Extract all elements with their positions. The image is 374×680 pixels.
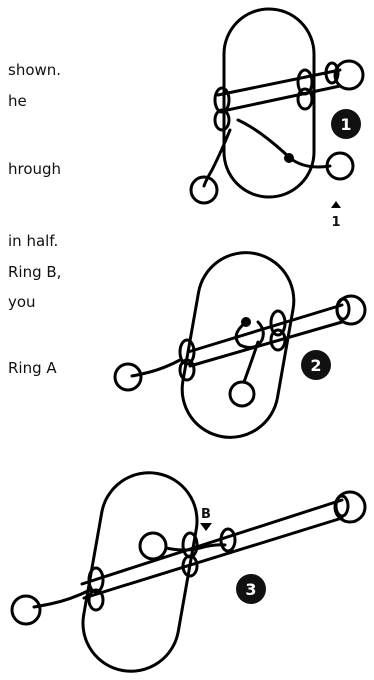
instruction-text-line-1: shown. xyxy=(8,61,62,79)
figure-1-bar-top xyxy=(216,68,342,97)
figure-1-small-ring-left xyxy=(213,86,231,114)
figure-2-loop xyxy=(180,251,296,439)
figure-3-ring-middle xyxy=(138,531,168,561)
figure-2: 2 xyxy=(113,251,367,439)
figure-1-small-ring-end xyxy=(324,61,340,85)
figure-2-string-left xyxy=(130,358,182,378)
step-2-badge xyxy=(301,350,331,380)
figure-3-small-ring-left xyxy=(87,566,105,594)
instruction-text-line-2: he xyxy=(8,92,27,110)
step-1-badge xyxy=(331,109,361,139)
figure-2-ring-bottom xyxy=(228,380,256,408)
figure-3-string-mid xyxy=(164,543,227,552)
pointer-arrow-1 xyxy=(331,201,341,208)
figure-1-ring-left xyxy=(189,175,219,205)
figure-1-small-ring-right xyxy=(296,68,314,96)
figure-1-bar-end-ring xyxy=(333,59,365,91)
ring-b-label: B xyxy=(201,507,211,522)
instruction-text-line-7: Ring A xyxy=(8,359,57,377)
instruction-text-line-5: Ring B, xyxy=(8,263,62,281)
step-1-label: 1 xyxy=(340,115,351,134)
figure-2-bar-bottom xyxy=(188,320,344,368)
figure-2-small-ring-left xyxy=(178,338,196,366)
figure-1-ring-right xyxy=(325,151,355,181)
figure-3-ring-left xyxy=(10,594,42,626)
figure-3-bar-top xyxy=(80,498,344,586)
figure-2-string-loop xyxy=(234,320,265,350)
figure-1-string-knot xyxy=(284,153,294,163)
figure-1-bar-bottom xyxy=(216,84,342,114)
figure-2-small-ring-right-lower xyxy=(269,328,287,352)
figure-2-string-knot xyxy=(241,317,251,327)
instruction-text-line-6: you xyxy=(8,293,36,311)
figure-2-small-ring-right xyxy=(269,309,287,337)
ring-b-pointer-arrow xyxy=(200,523,212,531)
figure-1: 1 1 xyxy=(189,7,365,230)
figure-3-loop xyxy=(81,471,199,673)
figure-1-string-right xyxy=(236,118,332,169)
step-3-badge xyxy=(236,574,266,604)
instruction-text-line-4: in half. xyxy=(8,232,59,250)
figure-3-small-ring-end xyxy=(334,494,350,518)
figure-3-small-ring-mid-lower xyxy=(181,554,199,578)
figure-3-small-ring-left-lower xyxy=(87,588,105,612)
figure-2-ring-left xyxy=(113,362,143,392)
figure-1-string-left xyxy=(202,128,232,188)
figure-2-bar-top xyxy=(186,303,344,354)
figure-1-loop xyxy=(222,7,316,199)
figure-3-string-left xyxy=(32,588,92,609)
step-3-label: 3 xyxy=(245,580,256,599)
instruction-text-line-3: hrough xyxy=(8,160,62,178)
figure-2-small-ring-left-lower xyxy=(178,358,196,382)
figure-1-small-ring-right-lower xyxy=(296,87,314,111)
figure-1-small-ring-left-lower xyxy=(213,108,231,132)
figure-2-small-ring-end xyxy=(335,297,351,321)
figure-2-string-drop xyxy=(242,340,260,384)
figure-3-small-ring-b xyxy=(219,527,237,553)
pointer-1-label: 1 xyxy=(331,215,340,230)
figure-3: B 3 xyxy=(10,471,367,673)
step-2-label: 2 xyxy=(310,356,321,375)
figure-3-bar-bottom xyxy=(82,516,344,600)
